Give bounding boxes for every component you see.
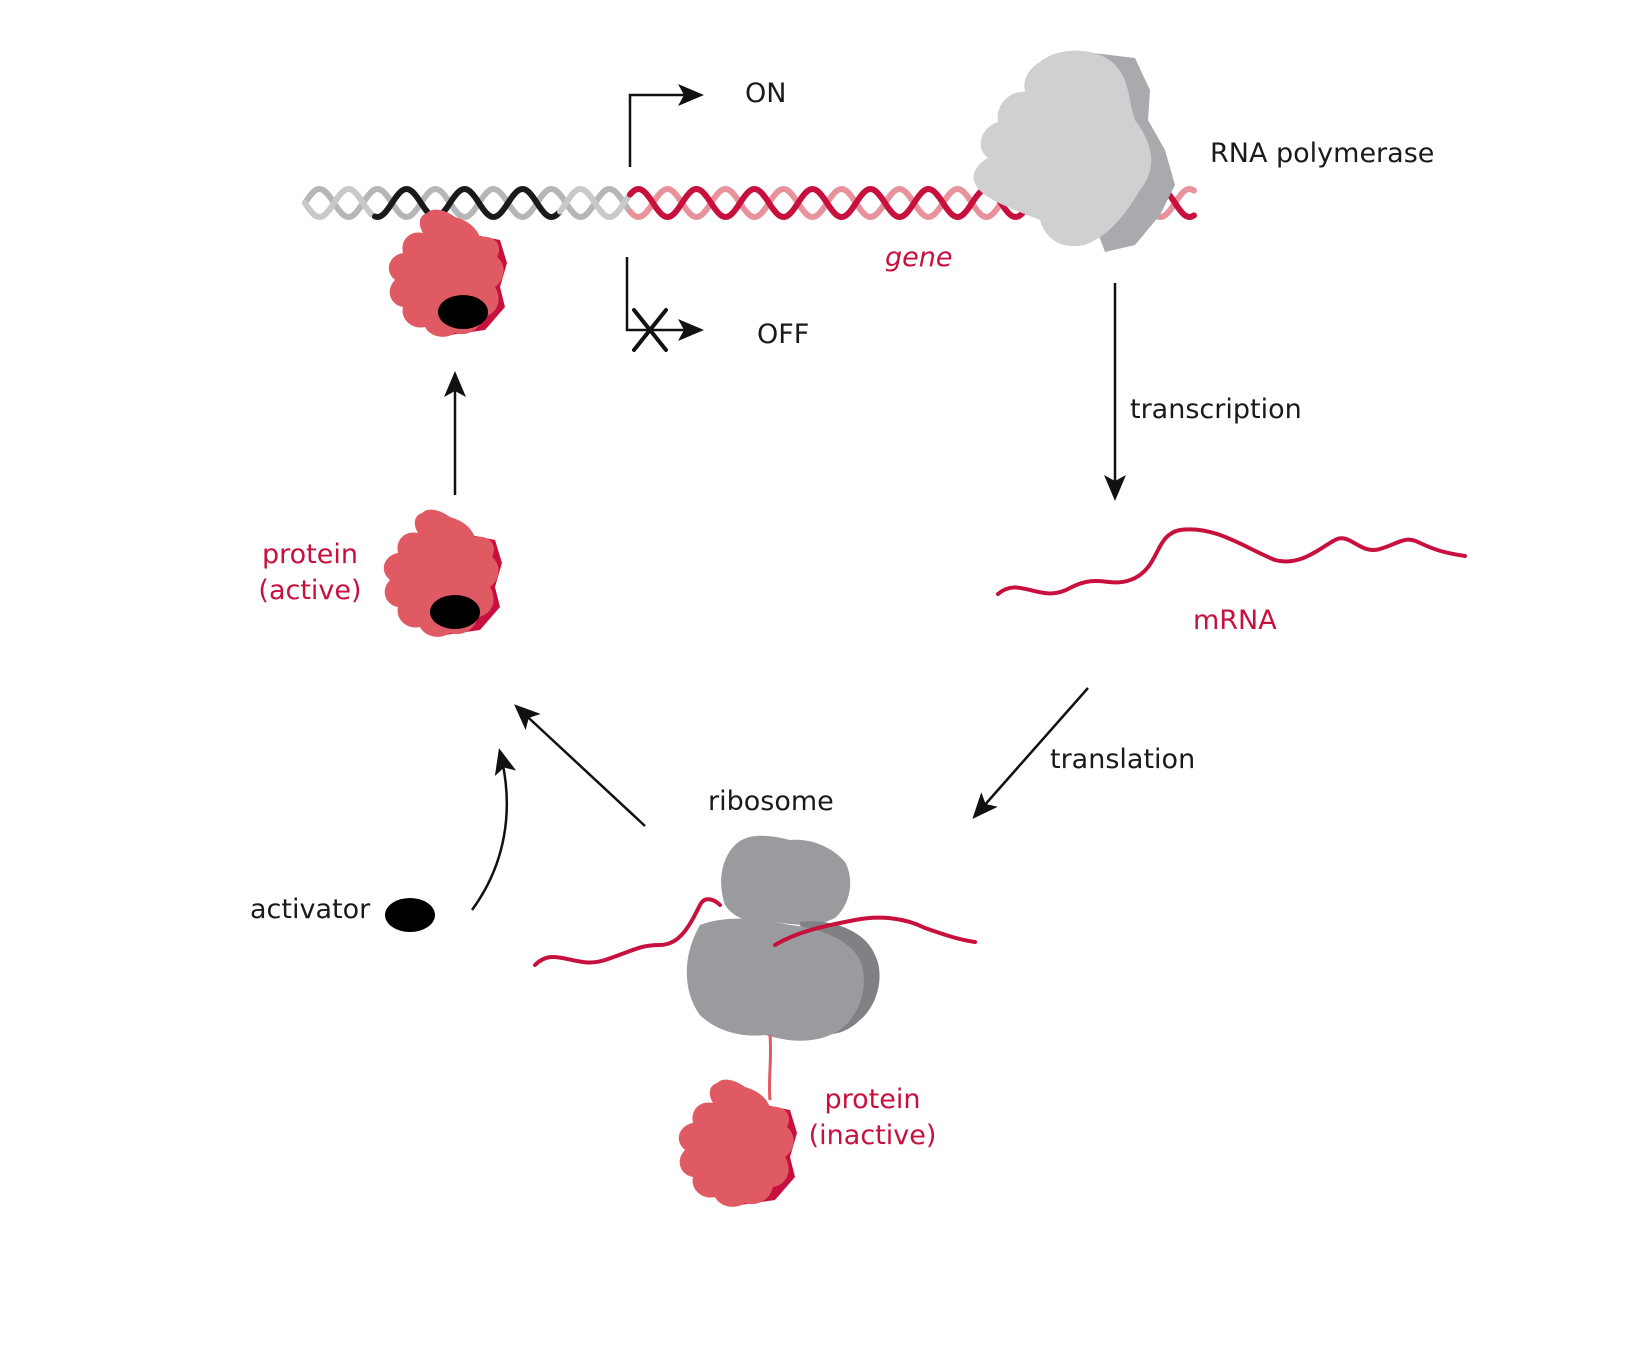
- protein-active-icon: [383, 509, 502, 637]
- protein-inactive-line2: (inactive): [808, 1120, 937, 1152]
- dna-regulatory-region: [302, 185, 633, 221]
- promoter-off-arrow: [625, 257, 704, 341]
- ribosome-label: ribosome: [708, 786, 834, 817]
- mrna-through-ribosome: [533, 897, 722, 967]
- activator-label: activator: [250, 894, 371, 925]
- protein-inactive-line1: protein: [824, 1084, 921, 1115]
- protein-inactive-label: protein (inactive): [800, 1082, 945, 1155]
- dna-strand: [302, 185, 632, 221]
- activator-binding-arrow: [470, 748, 517, 911]
- protein-active-line2: (active): [258, 575, 362, 607]
- protein-active-label: protein (active): [250, 537, 370, 610]
- bound-activator-icon: [438, 295, 488, 329]
- translation-label: translation: [1050, 744, 1196, 775]
- mrna-strand: [996, 527, 1467, 596]
- ribosome-to-protein-arrow: [514, 704, 646, 827]
- dna-strand: [372, 185, 562, 221]
- translation-arrow: [972, 687, 1089, 819]
- ribosome-icon: [533, 835, 977, 1101]
- blocked-x-icon: [632, 308, 668, 352]
- rna-polymerase-label: RNA polymerase: [1210, 138, 1435, 169]
- off-label: OFF: [757, 319, 810, 350]
- protein-inactive-icon: [678, 1079, 797, 1207]
- transcription-label: transcription: [1130, 394, 1302, 425]
- mrna-label: mRNA: [1193, 605, 1277, 636]
- dna-strand: [302, 185, 378, 221]
- gene-label: gene: [885, 242, 953, 273]
- promoter-on-arrow: [628, 84, 704, 167]
- dna-strand: [557, 185, 633, 221]
- rna-polymerase-icon: [973, 50, 1175, 252]
- on-label: ON: [745, 78, 787, 109]
- protein-active-line1: protein: [262, 539, 358, 570]
- activator-icon: [385, 898, 435, 932]
- bound-protein-icon: [388, 209, 507, 337]
- active-activator-icon: [430, 595, 480, 629]
